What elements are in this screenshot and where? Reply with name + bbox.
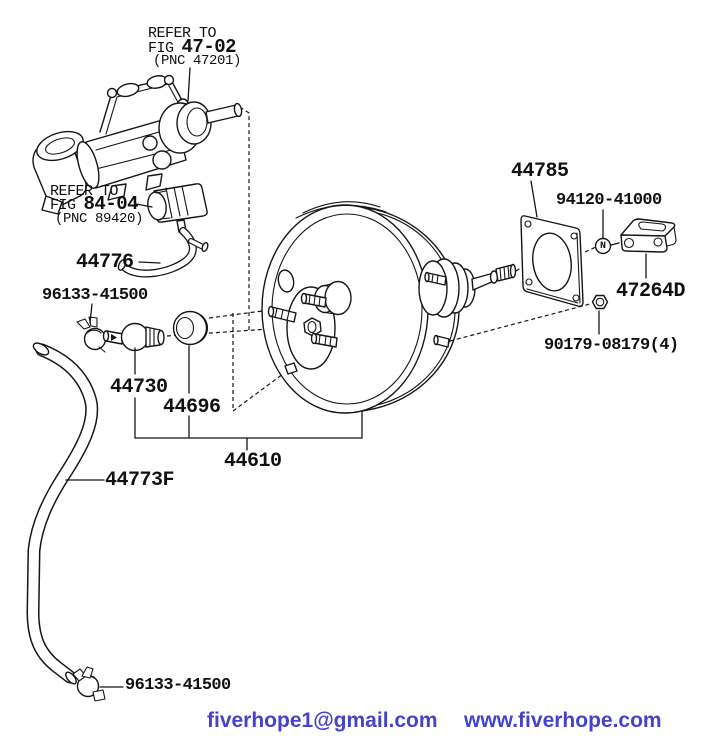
refer-fig-8404-pnc: (PNC 89420) [55,211,144,227]
gasket-drawing [520,215,584,307]
callout-94120-41000: 94120-41000 [556,191,662,210]
refer-fig-8404-line1: REFER TO [50,183,119,200]
hose-44776-drawing [117,227,209,278]
master-cylinder-drawing [32,74,243,215]
callout-47264d: 47264D [616,280,686,303]
check-valve-drawing [102,322,165,352]
callout-44730: 44730 [110,376,168,399]
bracket-44610 [134,345,363,451]
hose-44773f-drawing [26,342,99,685]
leader-lines [65,67,647,688]
clamp-top-drawing [76,316,107,353]
clamp-bottom-drawing [72,666,106,702]
callout-44785: 44785 [511,160,569,183]
lock-nut-drawing [594,237,620,255]
mount-nut-drawing [591,294,609,310]
refer-fig-4702-pnc: (PNC 47201) [153,53,242,69]
clamp-block-drawing [620,218,677,253]
fig-prefix: FIG [50,197,76,214]
callout-44696: 44696 [163,396,221,419]
fig-number: 47-02 [181,36,237,58]
callout-44773f: 44773F [105,469,175,492]
refer-fig-4702-line1: REFER TO [148,25,217,42]
callout-96133-41500-top: 96133-41500 [42,286,148,305]
footer-email-link[interactable]: fiverhope1@gmail.com [207,709,438,732]
fig-number: 84-04 [83,193,139,215]
callout-96133-41500-bottom: 96133-41500 [125,676,231,695]
grommet-drawing [172,310,208,346]
fig-prefix: FIG [148,40,174,57]
footer-website-link[interactable]: www.fiverhope.com [464,709,662,732]
vacuum-sensor-drawing [147,183,208,233]
callout-44610: 44610 [224,450,282,473]
refer-fig-8404-fig: FIG 84-04 [50,193,139,215]
nut-marker-n: N [600,241,607,252]
callout-90179-08179: 90179-08179(4) [544,336,679,355]
brake-booster-drawing [261,201,517,414]
callout-44776: 44776 [76,251,134,274]
refer-fig-4702-fig: FIG 47-02 [148,36,237,58]
